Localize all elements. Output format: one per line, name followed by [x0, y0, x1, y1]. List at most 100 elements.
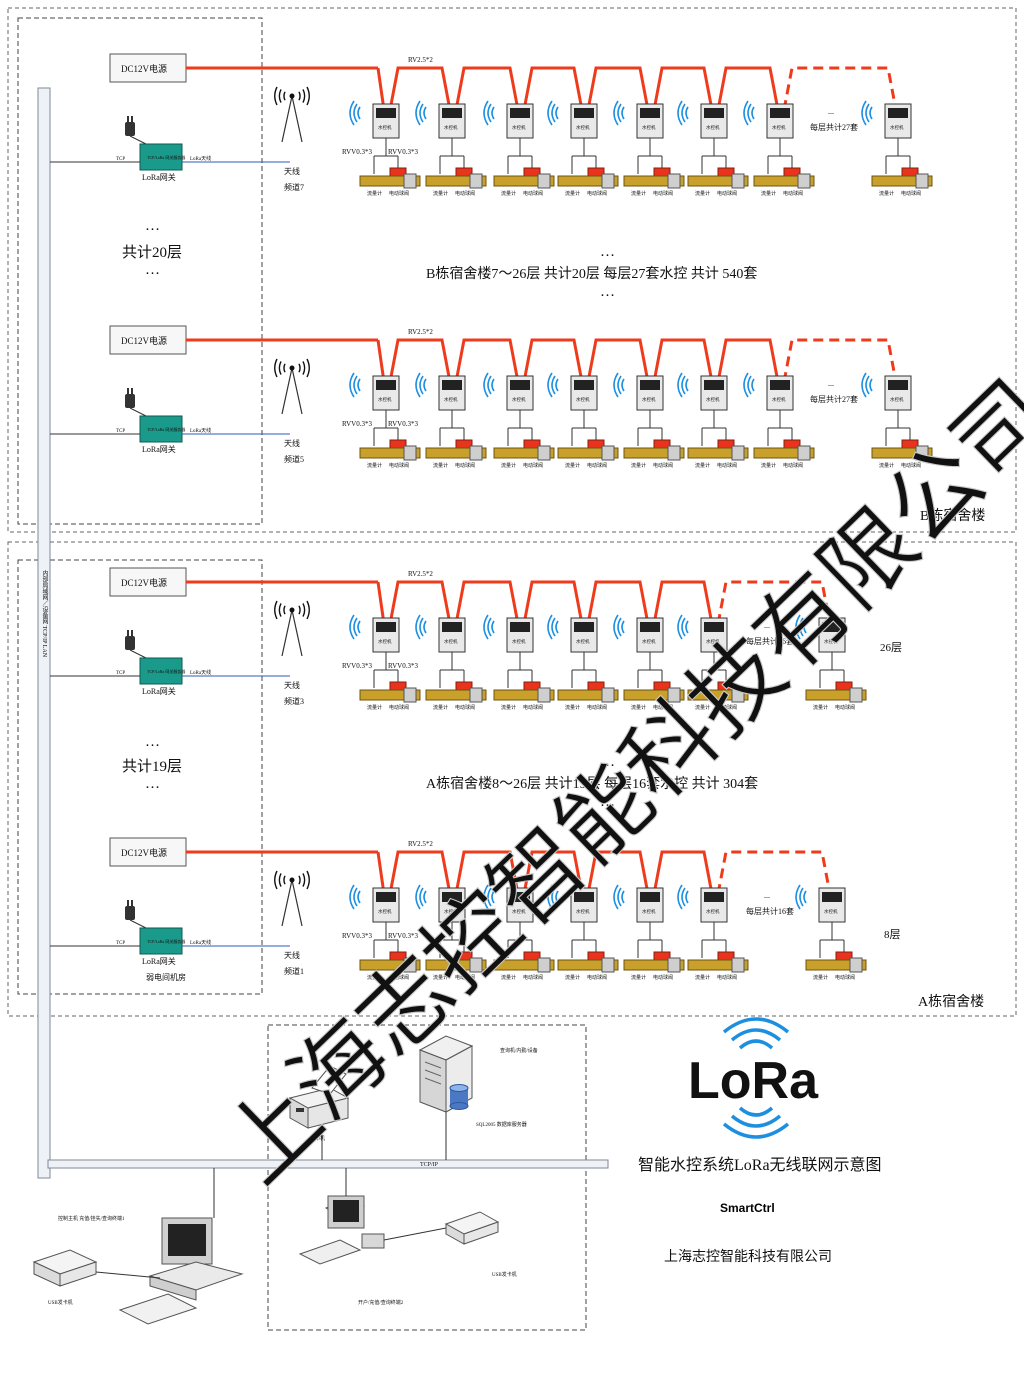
- wifi-icon: [861, 100, 873, 126]
- flowmeter-icon: [359, 447, 421, 459]
- valve-label: 电动球阀: [587, 462, 607, 469]
- power-line: [716, 850, 832, 895]
- wifi-icon: [743, 100, 755, 126]
- power-line: [586, 580, 650, 625]
- flowmeter-label: 流量计: [433, 190, 448, 197]
- antenna-cable-label: LoRa天线: [190, 939, 211, 946]
- flowmeter-label: 流量计: [879, 190, 894, 197]
- flowmeter-label: 流量计: [501, 462, 516, 469]
- power-supply: [109, 567, 187, 597]
- controller-label: 水控机: [576, 396, 590, 403]
- controller-screen: [888, 380, 908, 390]
- controller-screen: [442, 380, 462, 390]
- antenna-wave: [306, 86, 310, 106]
- antenna-wave: [278, 361, 282, 375]
- signal-cable-label: RVV0.3*3: [342, 662, 372, 670]
- valve-label: 电动球阀: [455, 462, 475, 469]
- unit-ellipsis: ...: [764, 891, 770, 900]
- power-line: [376, 67, 386, 111]
- antenna-wave: [298, 363, 301, 373]
- controller-screen: [574, 380, 594, 390]
- antenna-wave: [306, 600, 310, 620]
- wifi-icon: [677, 100, 689, 126]
- unit-ellipsis: ...: [764, 621, 770, 630]
- controller-screen: [822, 622, 842, 632]
- power-line: [376, 339, 386, 383]
- antenna-wave: [274, 358, 278, 378]
- antenna-label: 天线: [284, 438, 300, 448]
- diagram-title: 智能水控系统LoRa无线联网示意图: [638, 1155, 882, 1174]
- flowmeter-label: 流量计: [695, 190, 710, 197]
- valve-label: 电动球阀: [653, 190, 673, 197]
- flowmeter-label: 流量计: [565, 974, 580, 981]
- valve-label: 电动球阀: [717, 462, 737, 469]
- controller-screen: [376, 380, 396, 390]
- valve-label: 电动球阀: [901, 190, 921, 197]
- b-ellipsis-bottom: …: [145, 262, 160, 278]
- power-line: [716, 580, 832, 625]
- antenna-wave: [278, 603, 282, 617]
- flowmeter-icon: [493, 175, 555, 187]
- flowmeter-icon: [687, 447, 749, 459]
- valve-label: 电动球阀: [523, 974, 543, 981]
- b-summary-ellipsis-bottom: …: [600, 284, 615, 300]
- lan-vertical-bus: [37, 87, 51, 1179]
- power-line: [586, 338, 650, 383]
- valve-label: 电动球阀: [653, 704, 673, 711]
- water-control-unit: 水控机流量计电动球阀: [547, 100, 619, 197]
- valve-label: 电动球阀: [783, 462, 803, 469]
- water-control-unit: 水控机流量计电动球阀: [861, 100, 933, 197]
- channel-label: 频道5: [284, 454, 304, 464]
- tcp-label: TCP: [116, 941, 125, 946]
- valve-label: 电动球阀: [717, 704, 737, 711]
- a-total-floors: 共计19层: [122, 758, 182, 775]
- printer-label: 打印机: [310, 1135, 325, 1142]
- antenna-wave: [302, 89, 306, 103]
- lan-horizontal-bus: [47, 1159, 609, 1169]
- pipe-fitting: [731, 173, 745, 189]
- power-line: [522, 580, 584, 625]
- signal-cable-label: RVV0.3*3: [388, 662, 418, 670]
- lan-bus-label: TCP/IP: [420, 1162, 439, 1168]
- antenna-wave: [302, 873, 306, 887]
- controller-label: 水控机: [642, 124, 656, 131]
- signal-cable-label: RVV0.3*3: [342, 420, 372, 428]
- flowmeter-icon: [359, 689, 421, 701]
- power-line: [376, 851, 386, 895]
- power-line: [522, 850, 584, 895]
- controller-label: 水控机: [706, 396, 720, 403]
- controller-screen: [704, 892, 724, 902]
- pc-main-label: 控制主机 充值/挂失/查询终端1: [58, 1215, 125, 1222]
- controller-screen: [510, 892, 530, 902]
- controller-label: 水控机: [642, 908, 656, 915]
- flowmeter-label: 流量计: [367, 190, 382, 197]
- gateway-label: LoRa网关: [142, 956, 176, 966]
- controller-label: 水控机: [512, 908, 526, 915]
- valve-label: 电动球阀: [455, 190, 475, 197]
- valve-label: 电动球阀: [455, 974, 475, 981]
- flowmeter-icon: [753, 447, 815, 459]
- controller-screen: [704, 380, 724, 390]
- flowmeter-label: 流量计: [367, 462, 382, 469]
- building-b-frame: [7, 7, 1017, 533]
- controller-label: 水控机: [824, 908, 838, 915]
- pc-main-icon: [118, 1217, 244, 1325]
- flowmeter-label: 流量计: [501, 190, 516, 197]
- signal-cable-label: RVV0.3*3: [388, 148, 418, 156]
- printer-icon: [288, 1065, 350, 1129]
- controller-label: 水控机: [706, 124, 720, 131]
- b-total-floors: 共计20层: [122, 244, 182, 261]
- flowmeter-label: 流量计: [631, 974, 646, 981]
- water-control-unit: 水控机流量计电动球阀: [743, 372, 815, 469]
- controller-screen: [376, 892, 396, 902]
- power-supply-label: DC12V电源: [121, 577, 167, 588]
- main-cable-label: RV2.5*2: [408, 840, 433, 848]
- flowmeter-label: 流量计: [501, 704, 516, 711]
- antenna-icon: [281, 95, 303, 143]
- flowmeter-icon: [871, 447, 933, 459]
- gateway-box-label: TCP/LoRa 网关服务器: [147, 938, 185, 944]
- antenna-icon: [281, 367, 303, 415]
